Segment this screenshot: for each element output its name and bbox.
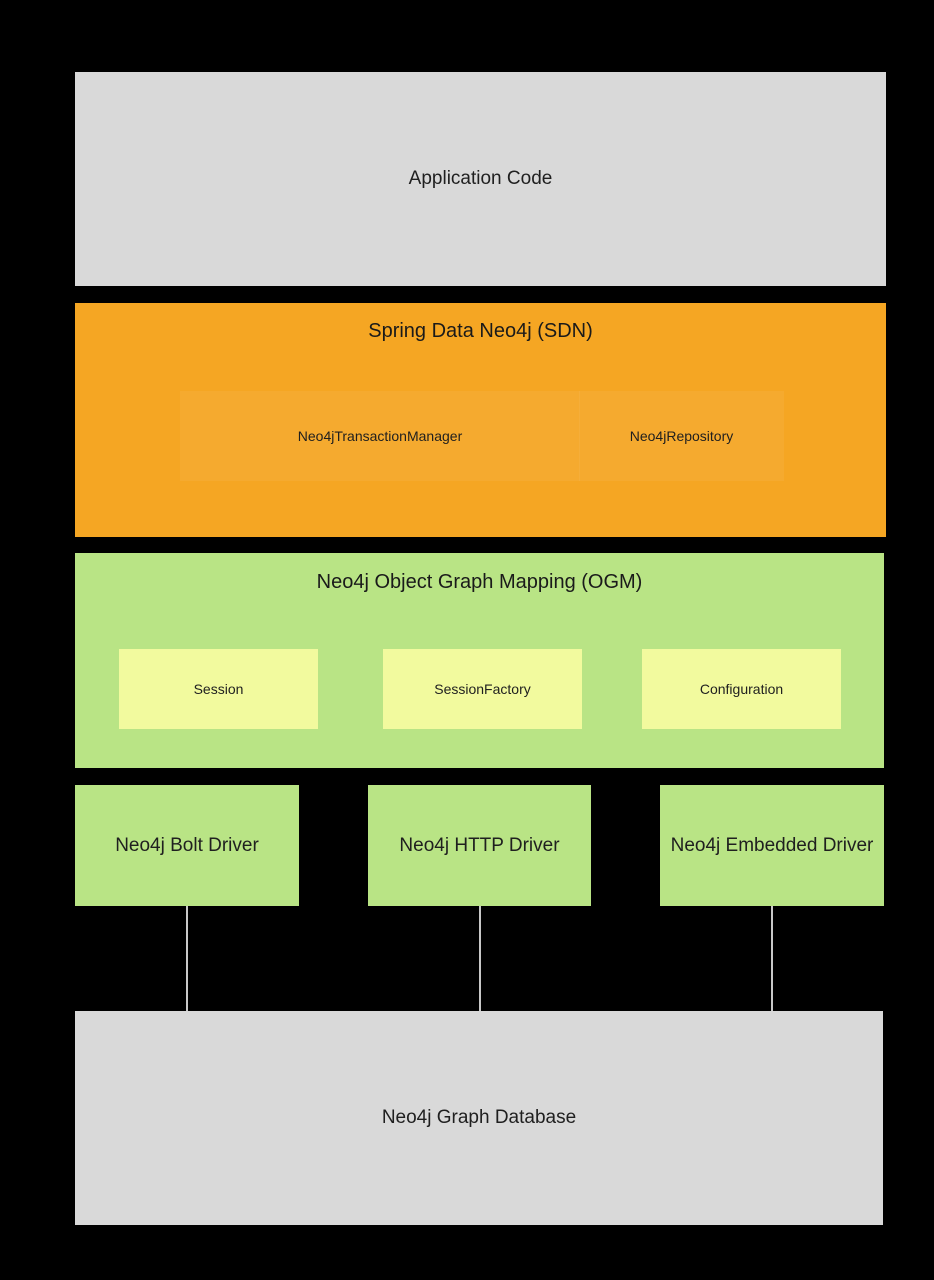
layer-application-code: Application Code [75,72,886,286]
component-session: Session [119,649,318,729]
connector-bolt-to-database [186,906,188,1011]
component-neo4j-transaction-manager: Neo4jTransactionManager [180,391,580,481]
driver-neo4j-embedded-label: Neo4j Embedded Driver [670,834,874,856]
connector-http-to-database [479,906,481,1011]
driver-neo4j-bolt: Neo4j Bolt Driver [75,785,299,906]
layer-spring-data-neo4j: Spring Data Neo4j (SDN) Neo4jTransaction… [75,303,886,537]
driver-neo4j-http-label: Neo4j HTTP Driver [399,834,560,856]
component-session-factory: SessionFactory [383,649,582,729]
layer-neo4j-graph-database-label: Neo4j Graph Database [381,1107,577,1129]
layer-spring-data-neo4j-title: Spring Data Neo4j (SDN) [368,320,593,342]
component-neo4j-repository-label: Neo4jRepository [629,427,734,444]
component-session-factory-label: SessionFactory [434,680,531,697]
driver-neo4j-http: Neo4j HTTP Driver [368,785,591,906]
component-configuration: Configuration [642,649,841,729]
component-session-label: Session [193,680,244,697]
layer-neo4j-ogm: Neo4j Object Graph Mapping (OGM) Session… [75,553,884,768]
layer-application-code-label: Application Code [408,168,553,190]
component-neo4j-transaction-manager-label: Neo4jTransactionManager [297,427,463,444]
layer-neo4j-graph-database: Neo4j Graph Database [75,1011,883,1225]
layer-neo4j-ogm-title: Neo4j Object Graph Mapping (OGM) [316,571,643,593]
connector-embedded-to-database [771,906,773,1011]
component-neo4j-repository: Neo4jRepository [579,391,784,481]
driver-neo4j-embedded: Neo4j Embedded Driver [660,785,884,906]
component-configuration-label: Configuration [699,680,784,697]
driver-neo4j-bolt-label: Neo4j Bolt Driver [115,834,259,856]
